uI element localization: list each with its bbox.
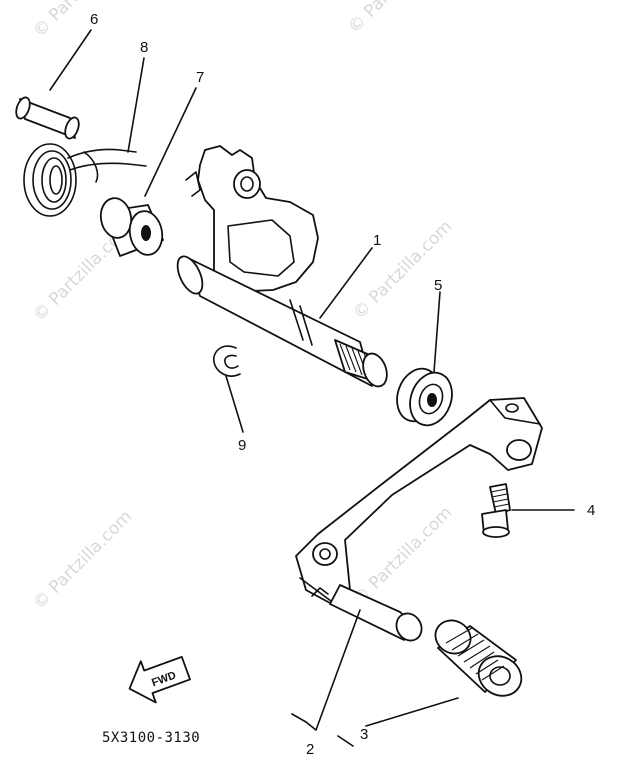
torsion-spring-part [23, 143, 147, 217]
callouts: 1 5 6 7 8 9 4 2 3 [90, 11, 595, 758]
callout-6: 6 [90, 11, 98, 28]
callout-7: 7 [196, 69, 204, 86]
watermark-center: © Partzilla.com [349, 217, 456, 324]
leader-6 [49, 29, 92, 91]
shift-shaft-part [176, 145, 388, 388]
pedal-rubber-part [434, 619, 523, 697]
callout-3: 3 [360, 726, 368, 743]
leader-5 [433, 291, 441, 373]
diagram-code: 5X3100-3130 [102, 730, 200, 746]
fwd-arrow-icon: FWD [128, 655, 191, 704]
leader-1 [319, 247, 373, 319]
oil-seal-part [396, 367, 453, 427]
shift-pedal-part [295, 397, 543, 642]
leader-8 [127, 57, 145, 153]
callout-9: 9 [238, 437, 246, 454]
callout-8: 8 [140, 39, 148, 56]
leader-2 [291, 609, 361, 747]
callout-4: 4 [587, 502, 595, 519]
circlip-part [212, 345, 241, 377]
watermark-top-left: © Partzilla.com [29, 0, 136, 42]
leader-lines [49, 29, 575, 747]
leader-3 [365, 697, 459, 727]
leader-7 [144, 87, 197, 197]
watermark-left-bottom: © Partzilla.com [29, 507, 136, 614]
callout-5: 5 [434, 277, 442, 294]
collar-part [99, 197, 164, 257]
callout-1: 1 [373, 232, 381, 249]
watermark-top-right: © Partzilla.com [344, 0, 451, 38]
leader-9 [225, 375, 244, 433]
callout-2: 2 [306, 741, 314, 758]
bolt-part [481, 483, 511, 538]
pin-part [15, 96, 80, 140]
